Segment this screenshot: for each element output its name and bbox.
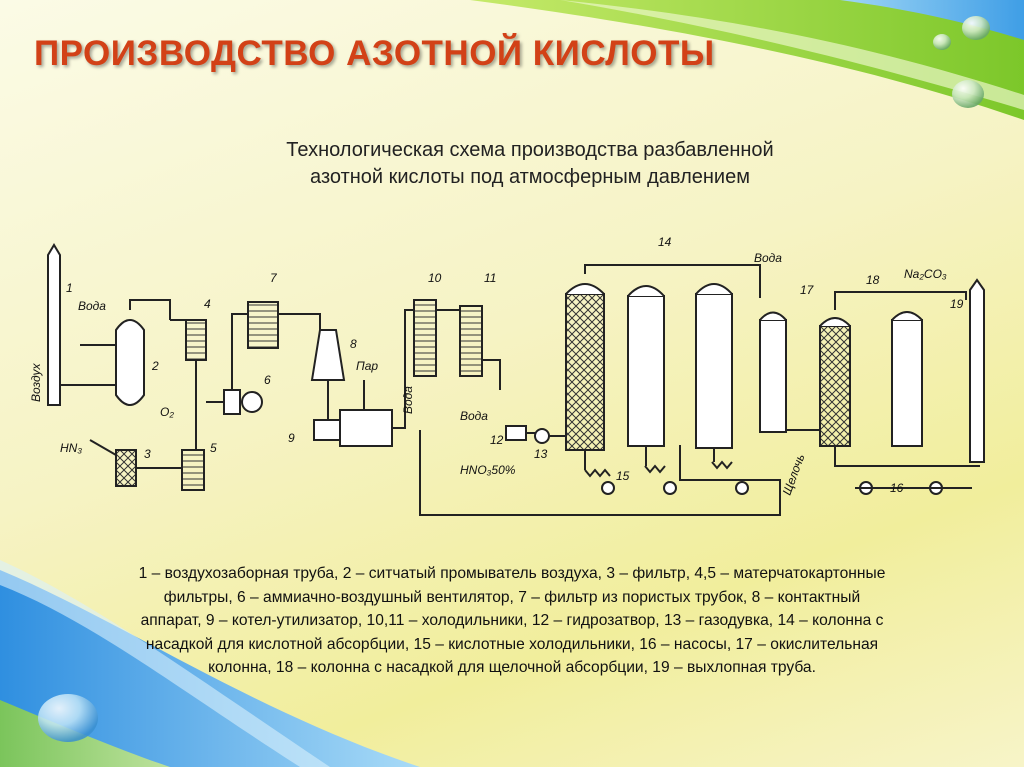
label-steam: Пар [356, 359, 378, 373]
bottom-blue-swoosh [0, 560, 420, 767]
top-green-swoosh [470, 0, 1024, 120]
alkali-absorption-column-2 [891, 319, 923, 447]
label-water-2: Вода [401, 386, 415, 414]
equipment-number-7: 7 [270, 271, 278, 285]
equipment-number-19: 19 [950, 297, 964, 311]
subtitle-line-2: азотной кислоты под атмосферным давление… [310, 166, 750, 188]
label-water-4: Вода [754, 251, 782, 265]
equipment-number-16: 16 [890, 481, 904, 495]
pump-16-a [601, 481, 615, 495]
filter-4 [185, 319, 207, 361]
equipment-number-9: 9 [288, 431, 295, 445]
air-washer [115, 319, 145, 406]
acid-absorption-column-3 [695, 293, 733, 449]
acid-absorption-column-2 [627, 295, 665, 447]
oxidation-column [759, 319, 787, 433]
exhaust-pipe [969, 278, 985, 463]
water-drop-icon [38, 694, 98, 742]
equipment-number-2: 2 [151, 359, 159, 373]
equipment-number-15: 15 [616, 469, 630, 483]
filter-3 [115, 449, 137, 487]
equipment-number-3: 3 [144, 447, 151, 461]
label-water-1: Вода [78, 299, 106, 313]
legend-line-1: 1 – воздухозаборная труба, 2 – ситчатый … [138, 565, 886, 582]
page-title: ПРОИЗВОДСТВО АЗОТНОЙ КИСЛОТЫ [34, 34, 715, 73]
label-nh3: HN₃ [60, 441, 82, 455]
acid-cooler-15-c [711, 460, 733, 470]
legend-line-4: насадкой для кислотной абсорбции, 15 – к… [145, 635, 879, 653]
pump-16-b [663, 481, 677, 495]
porous-tube-filter [247, 301, 279, 349]
label-air: Воздух [29, 363, 43, 402]
equipment-number-8: 8 [350, 337, 357, 351]
waste-heat-boiler [339, 409, 393, 447]
equipment-number-13: 13 [534, 447, 548, 461]
legend-line-2: фильтры, 6 – аммиачно-воздушный вентилят… [163, 588, 861, 606]
equipment-number-17: 17 [800, 283, 815, 297]
process-flow-diagram: Воздух Вода O₂ HN₃ Пар Вода Вода HNO₃50%… [29, 235, 985, 516]
diagram-legend: 1 – воздухозаборная труба, 2 – ситчатый … [20, 562, 1004, 680]
equipment-number-10: 10 [428, 271, 442, 285]
cooler-11 [459, 305, 483, 377]
label-water-3: Вода [460, 409, 488, 423]
legend-line-3: аппарат, 9 – котел-утилизатор, 10,11 – х… [140, 612, 884, 629]
equipment-number-6: 6 [264, 373, 271, 387]
diagram-subtitle: Технологическая схема производства разба… [200, 137, 860, 191]
hydraulic-seal [505, 425, 527, 441]
acid-cooler-15-b [644, 464, 666, 474]
water-drops-icon [933, 16, 990, 108]
filter-5 [181, 449, 205, 491]
air-intake-pipe [47, 243, 61, 406]
label-na2co3: Na₂CO₃ [904, 267, 947, 281]
label-hno3: HNO₃50% [460, 463, 516, 477]
cooler-10 [413, 299, 437, 377]
label-alkali: Щелочь [780, 452, 808, 497]
equipment-number-11: 11 [484, 271, 496, 285]
alkali-absorption-column-1 [819, 325, 851, 447]
equipment-number-5: 5 [210, 441, 217, 455]
gas-blower [534, 428, 550, 444]
subtitle-line-1: Технологическая схема производства разба… [286, 139, 774, 161]
pump-16-c [735, 481, 749, 495]
equipment-number-14: 14 [658, 235, 672, 249]
equipment-number-18: 18 [866, 273, 880, 287]
contact-apparatus [310, 329, 346, 381]
legend-line-5: колонна, 18 – колонна с насадкой для щел… [208, 659, 816, 676]
label-o2: O₂ [160, 405, 174, 419]
equipment-number-1: 1 [66, 281, 73, 295]
equipment-number-4: 4 [204, 297, 211, 311]
ammonia-air-fan [241, 391, 263, 413]
acid-cooler-15-a [584, 468, 611, 478]
equipment-number-12: 12 [490, 433, 504, 447]
acid-absorption-column-1 [565, 293, 605, 451]
